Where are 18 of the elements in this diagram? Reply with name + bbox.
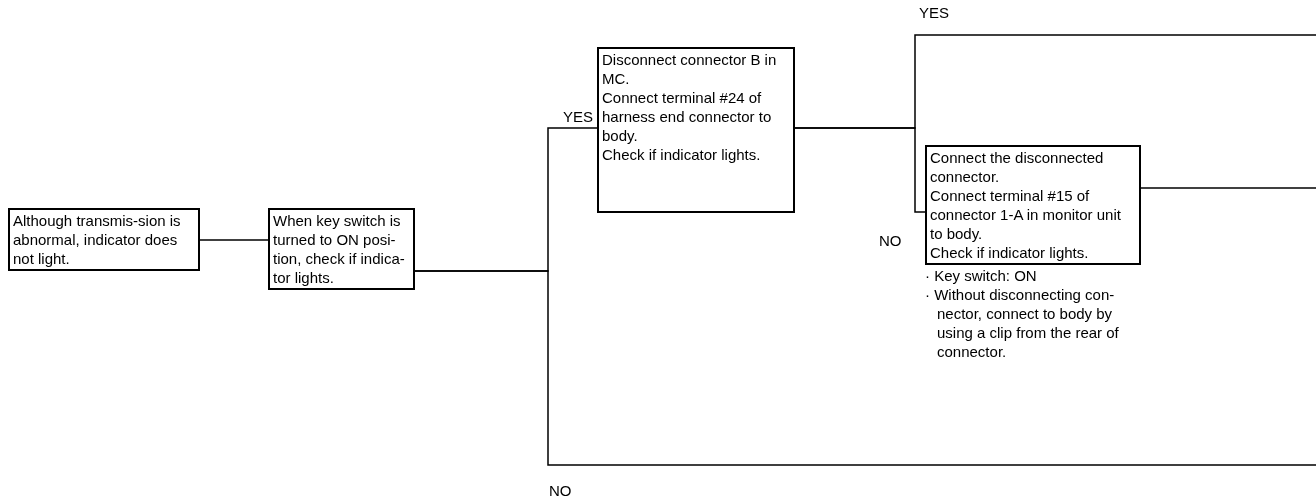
step-text: Connect terminal #24 of harness end connector to body. <box>602 88 773 145</box>
step-text: Check if indicator lights. <box>602 145 762 164</box>
process-box <box>8 208 200 271</box>
note-text: · Key switch: ON <box>925 266 1038 285</box>
process-box <box>597 47 795 213</box>
process-box <box>268 208 415 290</box>
step-text: Although transmis-sion is abnormal, indicator does not light. <box>13 211 182 268</box>
step-text: When key switch is turned to ON posi-tion, check if indica-tor lights. <box>273 211 406 287</box>
process-box <box>925 145 1141 265</box>
connector-line <box>199 239 269 241</box>
step-text: Connect terminal #15 of connector 1-A in monitor unit to body. <box>930 186 1122 243</box>
connector-line <box>794 127 926 213</box>
note-text: · Without disconnecting con-nector, connect to body by using a clip from the rear of connector. <box>925 285 1120 361</box>
connector-line <box>414 270 1316 466</box>
step-text: Connect the disconnected connector. <box>930 148 1105 186</box>
step-text: Check if indicator lights. <box>930 243 1090 262</box>
connector-line <box>1140 187 1316 189</box>
step-text: Disconnect connector B in MC. <box>602 50 778 88</box>
